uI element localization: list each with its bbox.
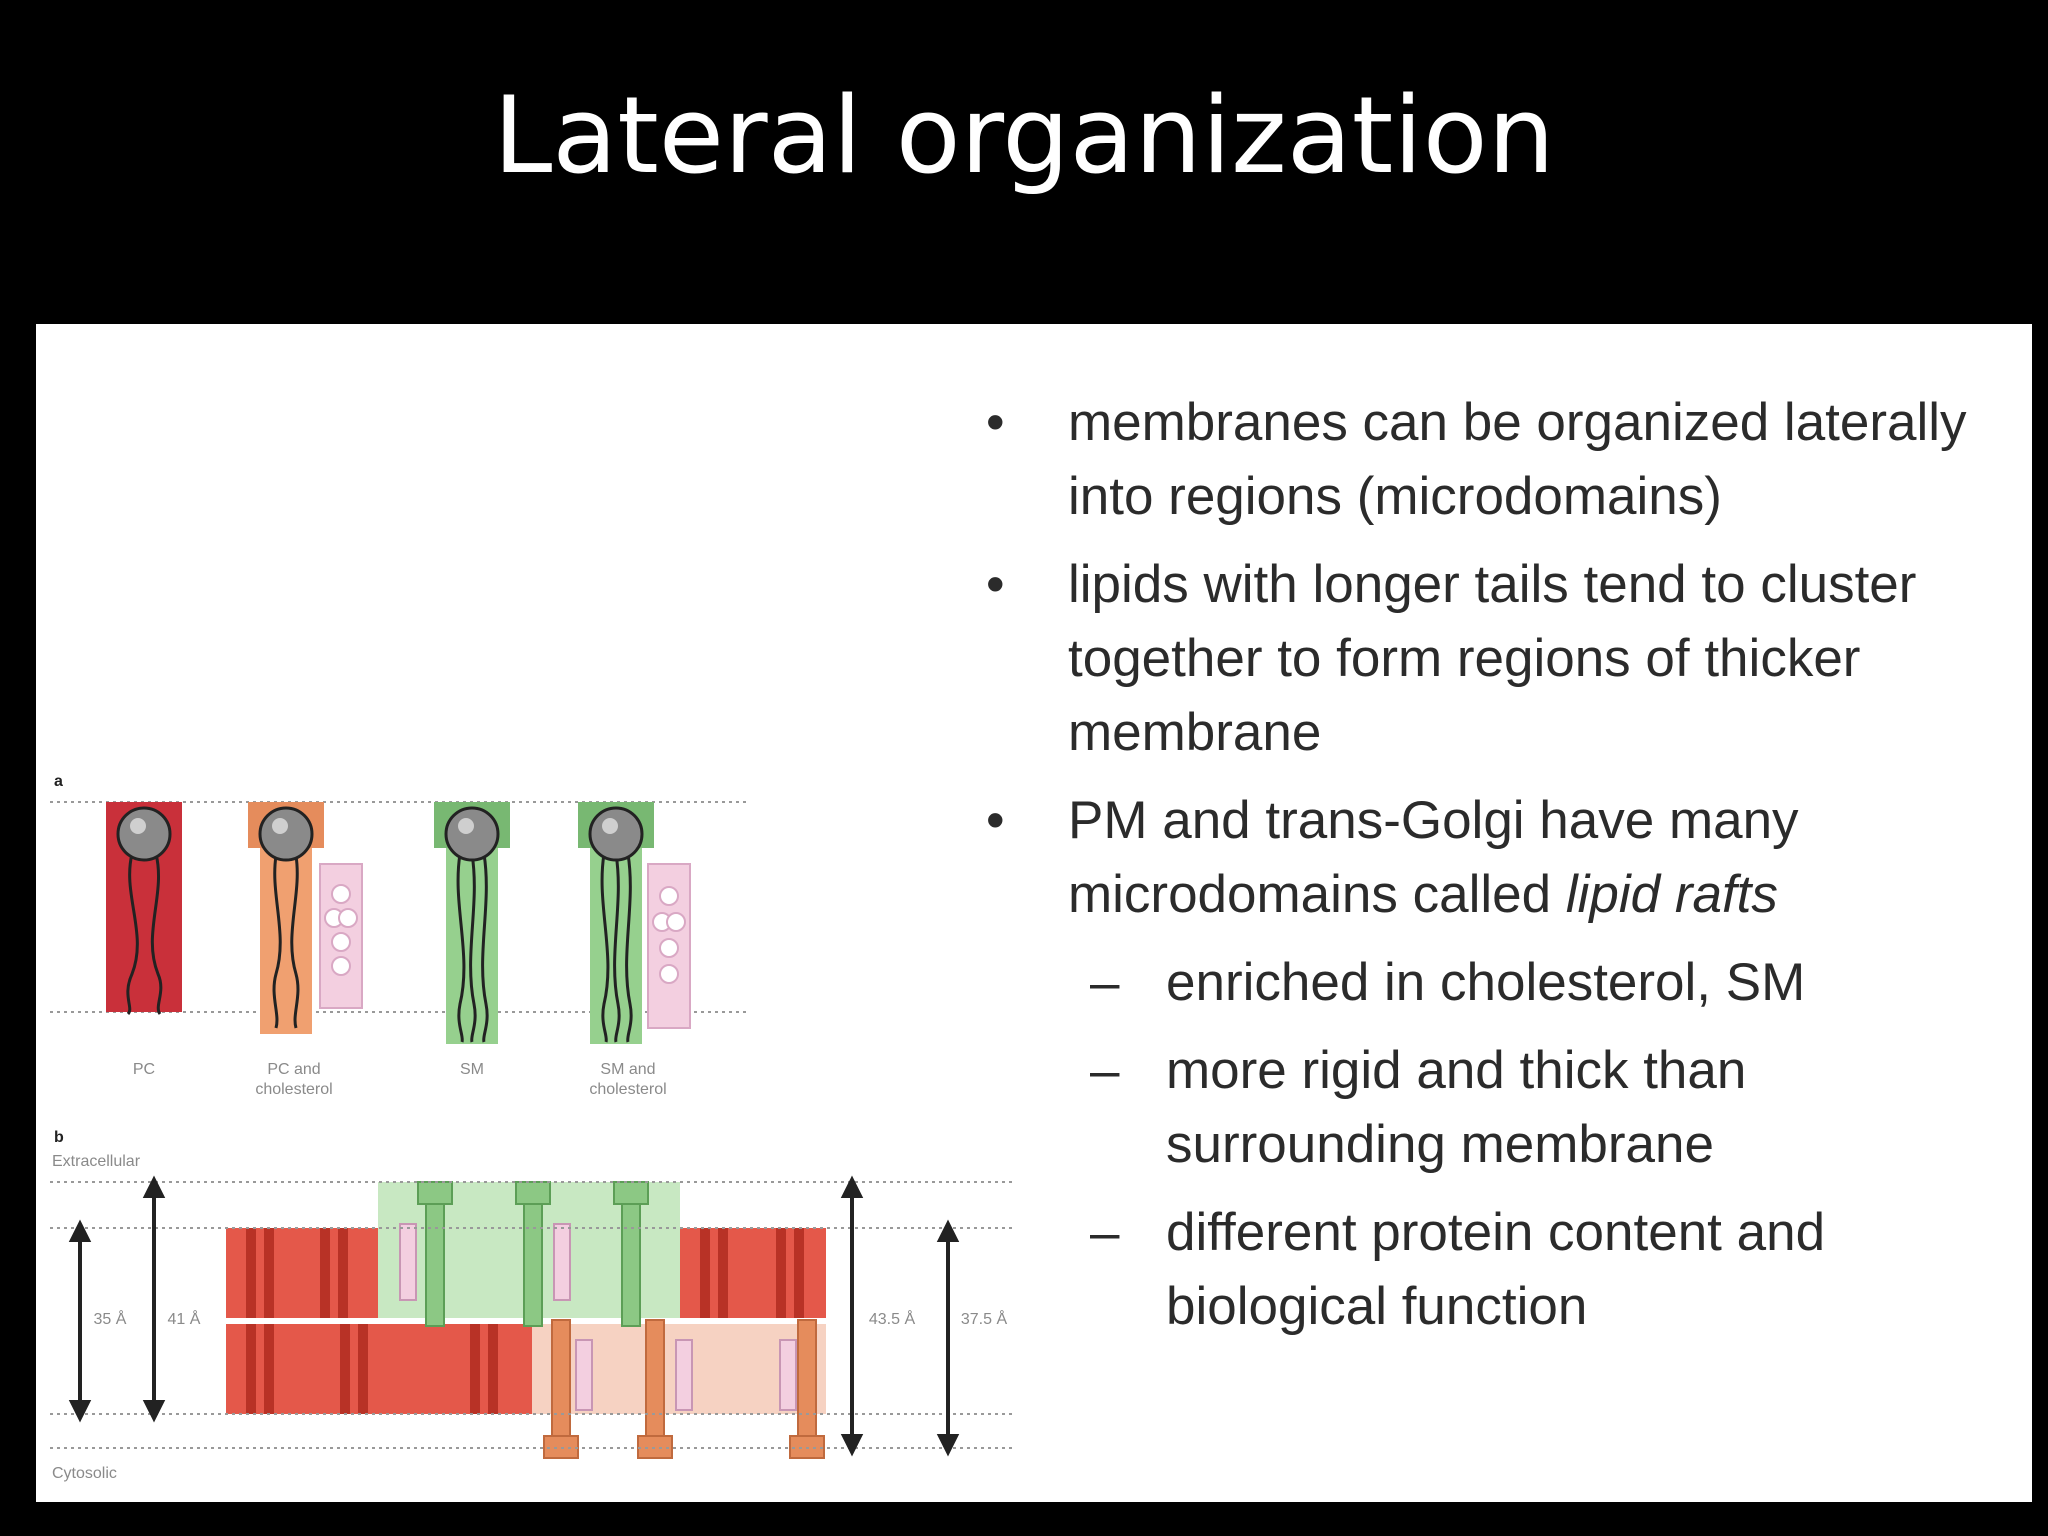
lipid-label-sm-cholesterol-1: SM and [600, 1061, 655, 1078]
panel-a-letter: a [54, 773, 63, 790]
panel-b-letter: b [54, 1129, 64, 1146]
lipid-label-pc-cholesterol-2: cholesterol [255, 1081, 332, 1098]
raft-cholesterol [399, 1223, 797, 1411]
nonraft-lipid-stripes [246, 1228, 804, 1414]
sub-bullet-text: more rigid and thick than surrounding me… [1166, 1041, 1747, 1174]
lipid-label-sm: SM [460, 1061, 484, 1078]
measurement-35: 35 Å [94, 1309, 127, 1328]
bullet-text-italic: lipid rafts [1565, 865, 1778, 924]
sub-bullet-text: enriched in cholesterol, SM [1166, 953, 1806, 1012]
sub-bullet-text: different protein content and biological… [1166, 1203, 1826, 1336]
measurement-41: 41 Å [168, 1309, 201, 1328]
membrane-figure: a [50, 773, 1016, 1482]
sub-bullet-marker: – [1090, 1203, 1120, 1262]
bullet-text: membranes can be organized laterally int… [1068, 393, 1967, 526]
sub-bullet-marker: – [1090, 953, 1120, 1012]
cytosolic-label: Cytosolic [52, 1465, 117, 1482]
thickness-arrows [68, 1175, 960, 1457]
extracellular-label: Extracellular [52, 1153, 141, 1170]
content-panel: a [36, 324, 2032, 1502]
bullet-marker: • [986, 555, 1005, 614]
raft-sphingolipids [417, 1181, 649, 1327]
measurement-43-5: 43.5 Å [869, 1309, 916, 1328]
lipid-pc [106, 802, 182, 1016]
bullet-marker: • [986, 791, 1005, 850]
bullet-item: • PM and trans-Golgi have many microdoma… [956, 784, 2026, 932]
lipid-label-pc-cholesterol-1: PC and [267, 1061, 320, 1078]
bullet-item: • membranes can be organized laterally i… [956, 386, 2026, 534]
sub-bullet-item: – more rigid and thick than surrounding … [956, 1034, 2026, 1182]
nonraft-inner-left [226, 1324, 532, 1414]
bullet-list: • membranes can be organized laterally i… [956, 386, 2026, 1358]
lipid-sm-cholesterol [578, 802, 691, 1044]
bullet-text: lipids with longer tails tend to cluster… [1068, 555, 1917, 762]
slide-title: Lateral organization [493, 74, 1555, 197]
lipid-sm [434, 802, 510, 1044]
bullet-text: PM and trans-Golgi have many microdomain… [1068, 791, 1799, 924]
lipid-label-sm-cholesterol-2: cholesterol [589, 1081, 666, 1098]
lipid-pc-cholesterol [248, 802, 363, 1034]
lipid-label-pc: PC [133, 1061, 155, 1078]
measurement-37-5: 37.5 Å [961, 1309, 1008, 1328]
sub-bullet-item: – different protein content and biologic… [956, 1196, 2026, 1344]
sub-bullet-marker: – [1090, 1041, 1120, 1100]
sub-bullet-item: – enriched in cholesterol, SM [956, 946, 2026, 1020]
bullet-marker: • [986, 393, 1005, 452]
bullet-item: • lipids with longer tails tend to clust… [956, 548, 2026, 770]
